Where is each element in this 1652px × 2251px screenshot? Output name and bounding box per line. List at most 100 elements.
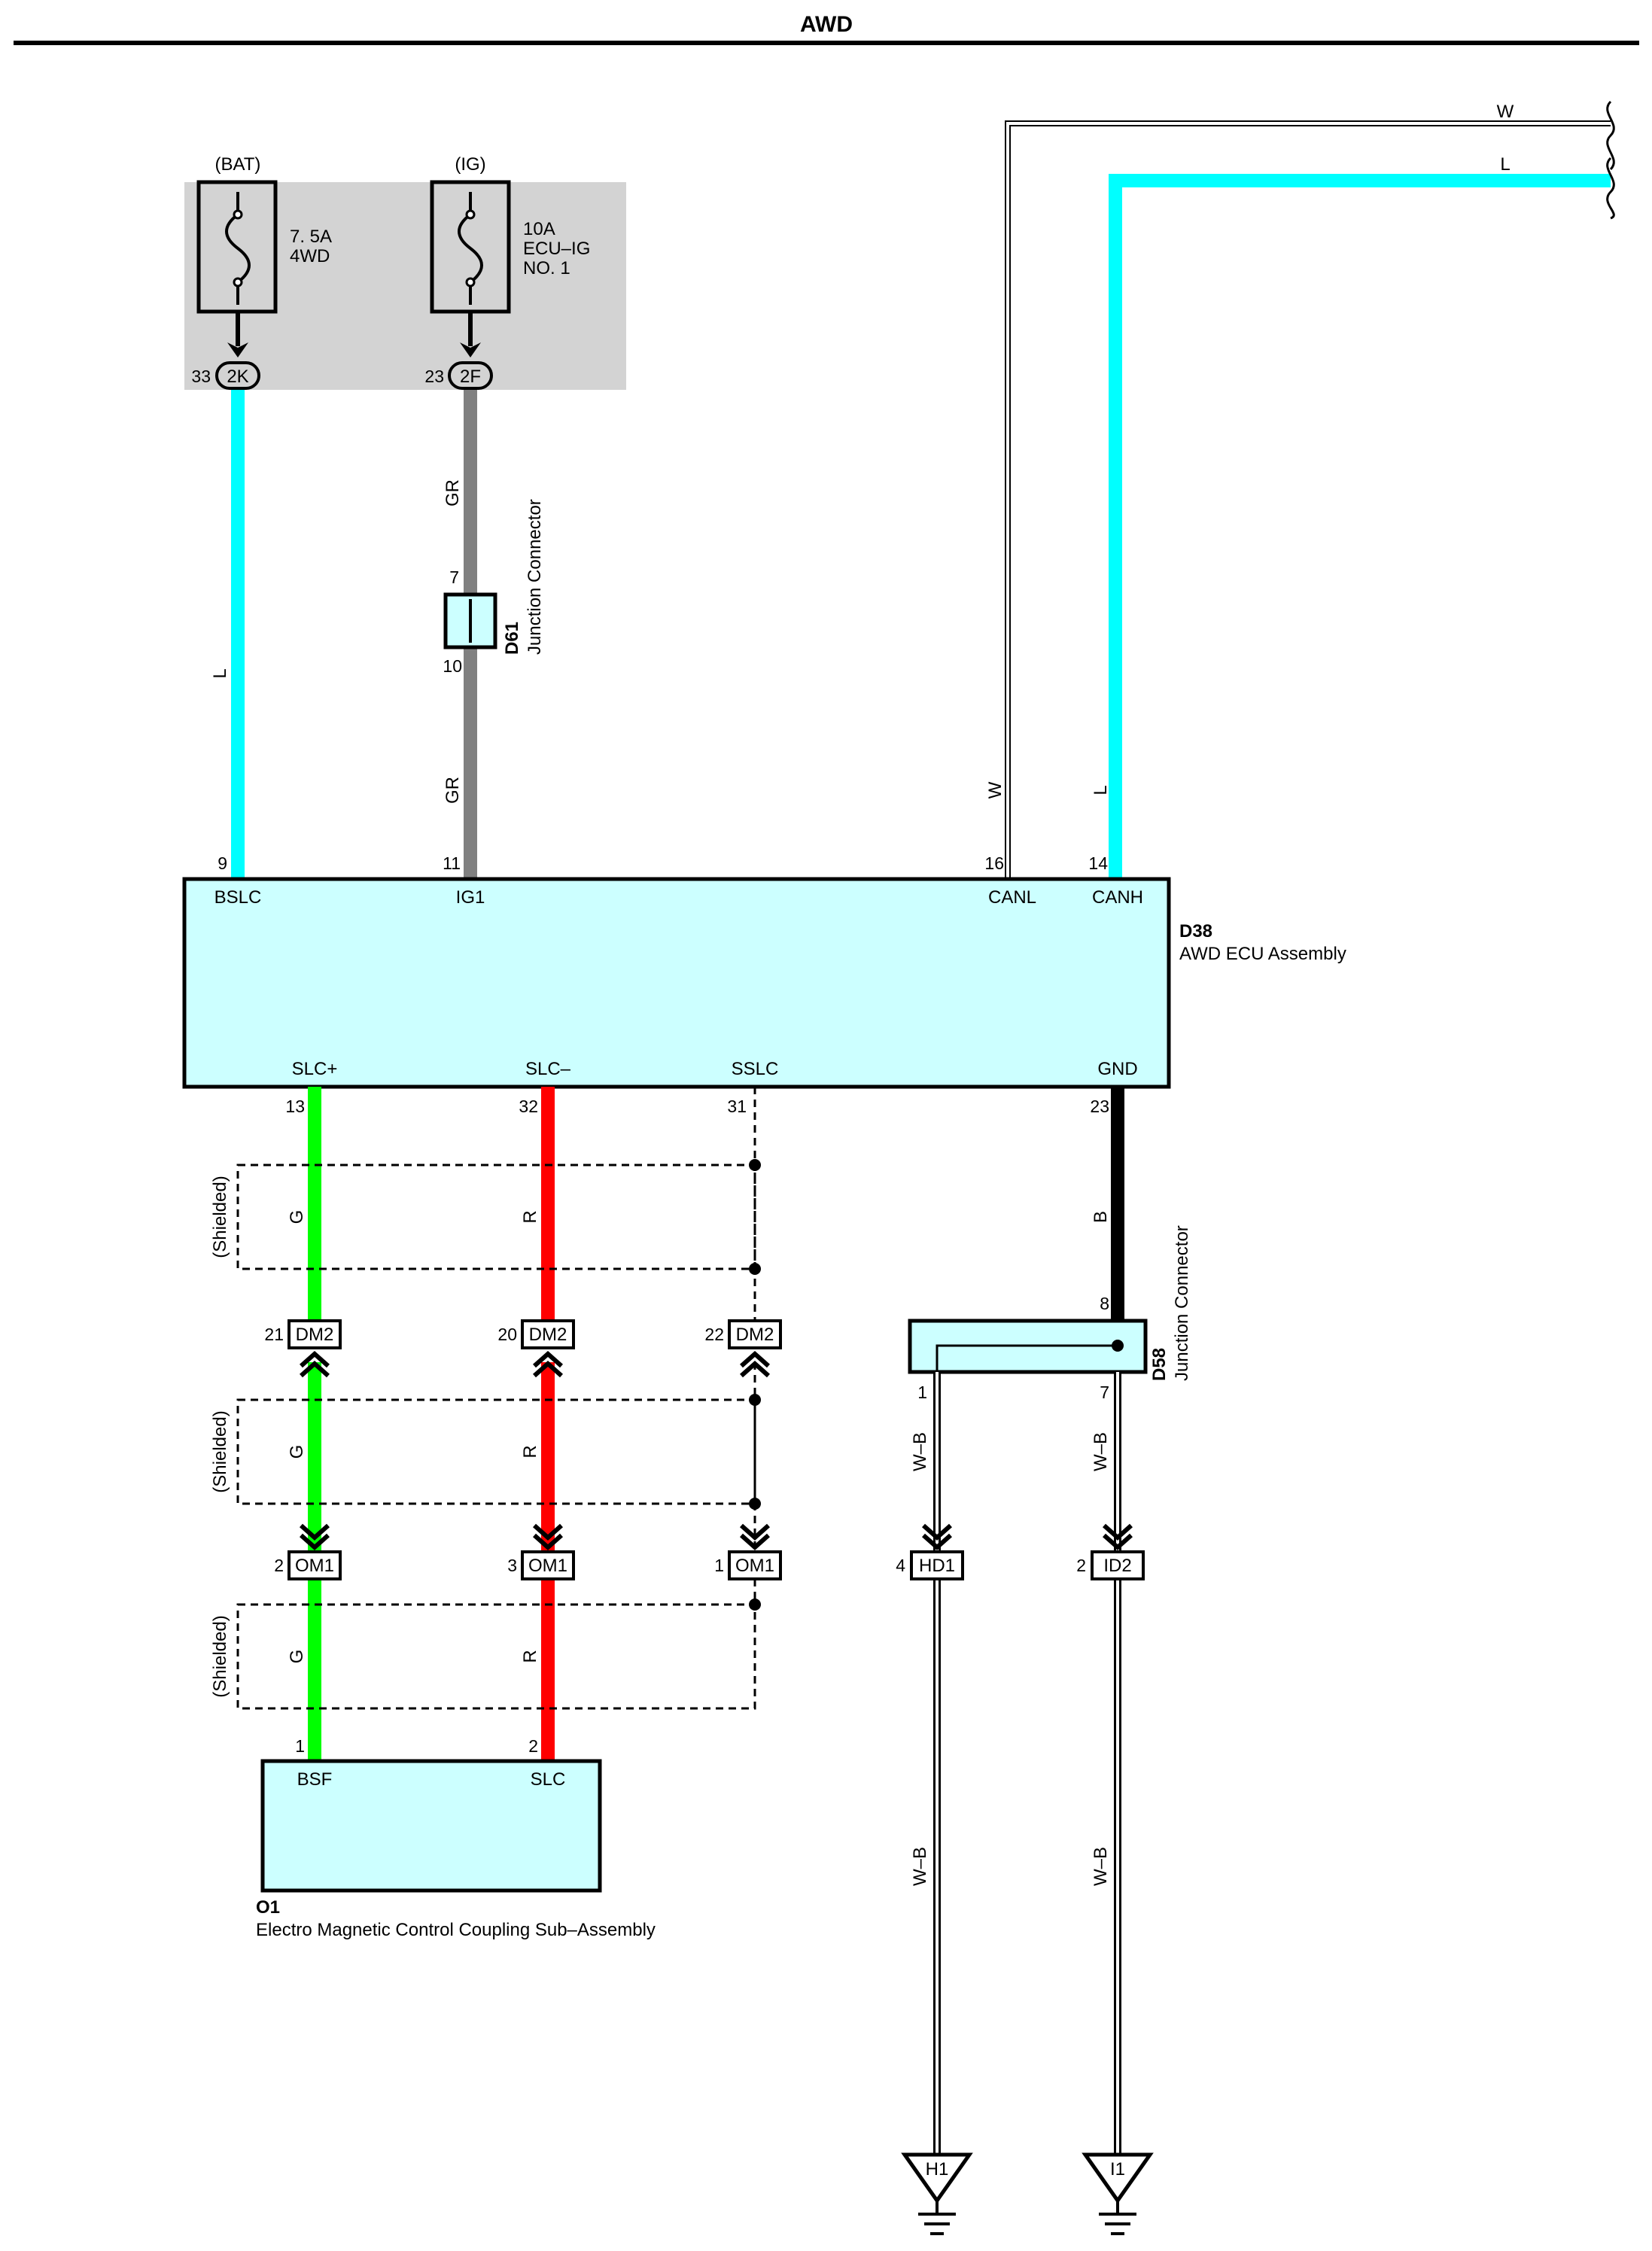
shielded-label: (Shielded) — [210, 1176, 230, 1258]
pin-number: 11 — [443, 853, 461, 873]
shield-node — [749, 1498, 761, 1510]
pin-number: 7 — [1100, 1383, 1109, 1402]
fuse-symbol-icon — [225, 192, 251, 305]
pin-number: 4 — [896, 1556, 905, 1575]
page-title: AWD — [800, 12, 853, 37]
wire-color-label: W–B — [1091, 1432, 1111, 1471]
pin-number: 2 — [528, 1736, 538, 1756]
wire-w-canl — [1005, 120, 1611, 879]
pin-number: 16 — [984, 853, 1004, 873]
pin-number: 1 — [295, 1736, 305, 1756]
wire-color-label: L — [1091, 785, 1111, 795]
connector-chevron-icon — [740, 1350, 770, 1378]
wire-break-icon — [1606, 157, 1615, 220]
fuse-power-label: (IG) — [455, 154, 485, 175]
connector-chevron-icon — [740, 1523, 770, 1551]
connector-dm2 — [288, 1319, 342, 1349]
ecu-pin-name: SSLC — [732, 1059, 779, 1079]
wire-l-canh — [1109, 174, 1611, 879]
ground-label: H1 — [926, 2159, 949, 2180]
connector-chevron-icon — [1103, 1523, 1133, 1551]
junction-node — [1112, 1340, 1124, 1352]
ecu-pin-name: SLC+ — [292, 1059, 338, 1079]
connector-arrow-icon — [227, 342, 248, 357]
fuse-symbol-icon — [458, 192, 483, 305]
pin-number: 31 — [727, 1097, 747, 1116]
wire-break-icon — [1606, 100, 1615, 171]
shield-box — [236, 1398, 756, 1505]
fuse-terminal — [465, 209, 476, 220]
wire-color-label: G — [287, 1210, 307, 1224]
coupling-pin-name: BSF — [297, 1769, 333, 1790]
fuse-rating: 7. 5A — [290, 227, 332, 247]
pin-number: 14 — [1088, 853, 1108, 873]
pin-number: 3 — [507, 1556, 517, 1575]
shielded-label: (Shielded) — [210, 1615, 230, 1697]
pin-number: 2 — [1076, 1556, 1086, 1575]
shield-node — [749, 1263, 761, 1275]
ecu-name: AWD ECU Assembly — [1179, 944, 1346, 964]
connector-om1 — [521, 1550, 575, 1580]
wire-color-label: GR — [443, 479, 463, 506]
wire-color-label: W–B — [910, 1847, 930, 1886]
pin-number: 33 — [191, 367, 211, 386]
coupling-o1 — [260, 1759, 602, 1893]
ground-i1 — [1082, 2152, 1154, 2204]
pin-number: 1 — [917, 1383, 927, 1402]
wire-color-label: L — [1500, 154, 1510, 175]
pin-number: 13 — [285, 1097, 305, 1116]
connector-chevron-icon — [533, 1523, 563, 1551]
connector-label: 2F — [460, 367, 481, 387]
ecu-pin-name: BSLC — [214, 887, 262, 908]
fuse-rating: 10A — [523, 219, 555, 239]
junction-id: D58 — [1149, 1348, 1170, 1381]
wire-color-label: B — [1091, 1211, 1111, 1223]
pin-number: 23 — [1090, 1097, 1109, 1116]
title-rule — [14, 41, 1639, 45]
ecu-pin-name: GND — [1097, 1059, 1137, 1079]
junction-name: Junction Connector — [525, 499, 545, 655]
fuse-name: NO. 1 — [523, 258, 570, 278]
fuse-name: 4WD — [290, 246, 330, 266]
ecu-pin-name: IG1 — [456, 887, 485, 908]
pin-number: 9 — [218, 853, 227, 873]
ecu-pin-name: CANL — [988, 887, 1036, 908]
fuse-terminal — [233, 277, 243, 287]
ecu-d38 — [182, 877, 1171, 1089]
wire-color-label: R — [520, 1210, 540, 1223]
connector-dm2 — [728, 1319, 782, 1349]
shield-node — [749, 1394, 761, 1406]
connector-om1 — [728, 1550, 782, 1580]
connector-2k — [215, 361, 260, 390]
fuse-power-label: (BAT) — [215, 154, 261, 175]
shield-box — [236, 1603, 756, 1710]
connector-chevron-icon — [300, 1350, 330, 1378]
wire-color-label: W–B — [910, 1432, 930, 1471]
ground-h1 — [901, 2152, 973, 2204]
coupling-pin-name: SLC — [531, 1769, 566, 1790]
connector-label: ID2 — [1103, 1556, 1131, 1576]
connector-2f — [448, 361, 493, 390]
wire-color-label: L — [210, 668, 230, 678]
fuse-terminal — [465, 277, 476, 287]
ecu-id: D38 — [1179, 921, 1212, 941]
connector-chevron-icon — [300, 1523, 330, 1551]
wire-color-label: G — [287, 1445, 307, 1459]
connector-label: HD1 — [919, 1556, 955, 1576]
pin-number: 1 — [714, 1556, 724, 1575]
junction-name: Junction Connector — [1172, 1225, 1192, 1381]
connector-label: OM1 — [295, 1556, 334, 1576]
fuse-terminal — [233, 209, 243, 220]
fuse-box-panel — [184, 182, 626, 390]
fuse-name: ECU–IG — [523, 239, 590, 259]
pin-number: 2 — [274, 1556, 284, 1575]
connector-arrow-icon — [460, 342, 481, 357]
pin-number: 22 — [704, 1325, 724, 1344]
coupling-name: Electro Magnetic Control Coupling Sub–As… — [256, 1920, 656, 1940]
junction-id: D61 — [502, 622, 522, 655]
connector-label: DM2 — [529, 1325, 567, 1345]
shielded-label: (Shielded) — [210, 1410, 230, 1492]
pin-number: 8 — [1100, 1294, 1109, 1313]
pin-number: 20 — [497, 1325, 517, 1344]
